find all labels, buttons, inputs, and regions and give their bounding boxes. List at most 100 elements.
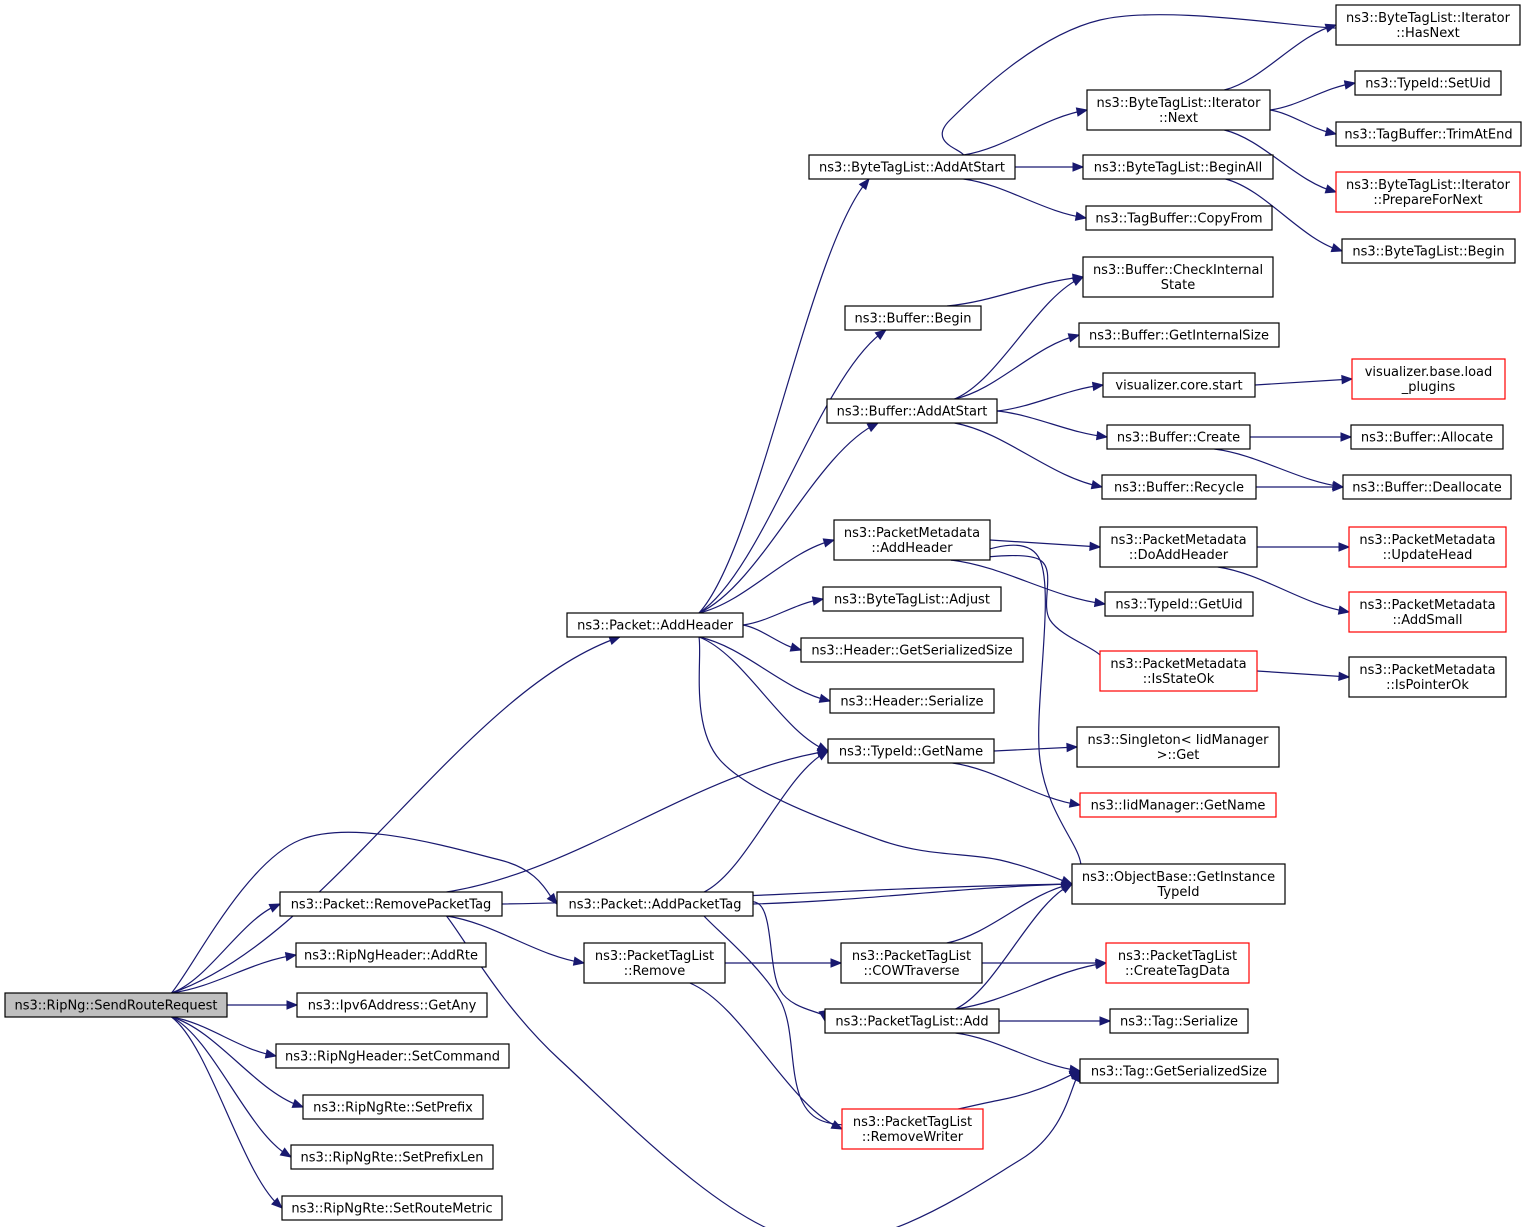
node-ns3-packet-removepackettag[interactable]: ns3::Packet::RemovePacketTag bbox=[279, 891, 503, 917]
arrowhead-n17-n33 bbox=[1066, 742, 1079, 753]
edge-n22-n40 bbox=[1269, 82, 1356, 111]
edge-n1-n35 bbox=[698, 636, 1073, 885]
node-ns3-packetmetadata-addheader[interactable]: ns3::PacketMetadata::AddHeader bbox=[833, 519, 991, 561]
node-box bbox=[1082, 256, 1274, 298]
node-label: ns3::Singleton< IidManager bbox=[1087, 733, 1269, 748]
node-label: visualizer.base.load bbox=[1365, 365, 1493, 380]
node-ns3-packettaglist-remove[interactable]: ns3::PacketTagList::Remove bbox=[583, 942, 726, 984]
node-ns3-ripngheader-setcommand[interactable]: ns3::RipNgHeader::SetCommand bbox=[275, 1043, 510, 1069]
node-ns3-singleton-iidmanager-get[interactable]: ns3::Singleton< IidManager >::Get bbox=[1076, 726, 1280, 768]
node-box bbox=[281, 1195, 503, 1221]
node-ns3-ripngheader-addrte[interactable]: ns3::RipNgHeader::AddRte bbox=[295, 942, 487, 968]
node-label: ns3::PacketMetadata bbox=[1359, 533, 1495, 548]
node-ns3-tag-getserializedsize[interactable]: ns3::Tag::GetSerializedSize bbox=[1079, 1058, 1279, 1084]
node-ns3-typeid-setuid[interactable]: ns3::TypeId::SetUid bbox=[1354, 70, 1502, 96]
node-ns3-packettaglist-createtagdata[interactable]: ns3::PacketTagList::CreateTagData bbox=[1105, 942, 1250, 984]
node-label: >::Get bbox=[1157, 748, 1200, 763]
node-ns3-buffer-begin[interactable]: ns3::Buffer::Begin bbox=[844, 305, 982, 331]
node-box bbox=[290, 1144, 494, 1170]
node-ns3-tagbuffer-trimatend[interactable]: ns3::TagBuffer::TrimAtEnd bbox=[1335, 121, 1522, 147]
node-ns3-buffer-deallocate[interactable]: ns3::Buffer::Deallocate bbox=[1342, 474, 1512, 500]
node-ns3-tag-serialize[interactable]: ns3::Tag::Serialize bbox=[1109, 1008, 1249, 1034]
node-box bbox=[827, 738, 995, 764]
node-ns3-ripngrte-setprefix[interactable]: ns3::RipNgRte::SetPrefix bbox=[302, 1094, 484, 1120]
nodes-layer: ns3::RipNg::SendRouteRequest ns3::Packet:… bbox=[4, 4, 1522, 1221]
node-ns3-ipv6address-getany[interactable]: ns3::Ipv6Address::GetAny bbox=[296, 992, 488, 1018]
node-ns3-header-serialize[interactable]: ns3::Header::Serialize bbox=[829, 688, 995, 714]
arrowhead-n22-n42 bbox=[1324, 184, 1338, 194]
node-ns3-packetmetadata-updatehead[interactable]: ns3::PacketMetadata::UpdateHead bbox=[1348, 526, 1507, 568]
node-ns3-packetmetadata-ispointerok[interactable]: ns3::PacketMetadata::IsPointerOk bbox=[1348, 656, 1507, 698]
edge-n30-n48 bbox=[1217, 566, 1350, 613]
arrowhead-n20-n36 bbox=[1094, 959, 1108, 970]
node-ns3-iidmanager-getname[interactable]: ns3::IidManager::GetName bbox=[1079, 792, 1277, 818]
edge-n10-n24 bbox=[963, 178, 1087, 219]
node-ns3-bytetaglist-iterator-next[interactable]: ns3::ByteTagList::Iterator::Next bbox=[1086, 89, 1271, 131]
arrowhead-n13-n31 bbox=[1093, 597, 1107, 608]
node-ns3-packetmetadata-doaddheader[interactable]: ns3::PacketMetadata::DoAddHeader bbox=[1099, 526, 1258, 568]
arrowhead-n0-n4 bbox=[284, 952, 298, 962]
node-label: ns3::PacketTagList bbox=[1118, 949, 1237, 964]
node-ns3-bytetaglist-begin[interactable]: ns3::ByteTagList::Begin bbox=[1341, 238, 1516, 264]
edge-n20-n35 bbox=[955, 883, 1073, 1010]
node-ns3-buffer-addatstart[interactable]: ns3::Buffer::AddAtStart bbox=[826, 398, 998, 424]
node-ns3-buffer-allocate[interactable]: ns3::Buffer::Allocate bbox=[1350, 424, 1504, 450]
node-ns3-typeid-getuid[interactable]: ns3::TypeId::GetUid bbox=[1104, 591, 1254, 617]
node-label: ns3::PacketMetadata bbox=[844, 526, 980, 541]
edge-n2-n38 bbox=[446, 915, 1081, 1227]
edge-n0-n8 bbox=[171, 1016, 292, 1158]
edge-n3-n35 bbox=[752, 883, 1073, 905]
node-ns3-ripng-sendrouterequest[interactable]: ns3::RipNg::SendRouteRequest bbox=[4, 992, 228, 1018]
node-ns3-ripngrte-setprefixlen[interactable]: ns3::RipNgRte::SetPrefixLen bbox=[290, 1144, 494, 1170]
edge-n0-n7 bbox=[171, 1016, 304, 1108]
node-ns3-packettaglist-removewriter[interactable]: ns3::PacketTagList::RemoveWriter bbox=[841, 1108, 984, 1150]
node-box bbox=[556, 891, 754, 917]
node-ns3-buffer-recycle[interactable]: ns3::Buffer::Recycle bbox=[1101, 474, 1257, 500]
node-ns3-buffer-getinternalsize[interactable]: ns3::Buffer::GetInternalSize bbox=[1078, 322, 1280, 348]
node-ns3-bytetaglist-iterator-preparefornext[interactable]: ns3::ByteTagList::Iterator::PrepareForNe… bbox=[1335, 171, 1521, 213]
node-ns3-packettaglist-cowtraverse[interactable]: ns3::PacketTagList::COWTraverse bbox=[840, 942, 983, 984]
node-ns3-ripngrte-setroutemetric[interactable]: ns3::RipNgRte::SetRouteMetric bbox=[281, 1195, 503, 1221]
node-ns3-bytetaglist-adjust[interactable]: ns3::ByteTagList::Adjust bbox=[822, 586, 1002, 612]
edge-n27-n44 bbox=[1254, 378, 1353, 386]
node-box bbox=[1106, 424, 1251, 450]
edge-n17-n34 bbox=[952, 762, 1081, 806]
node-box bbox=[295, 942, 487, 968]
node-ns3-packet-addheader[interactable]: ns3::Packet::AddHeader bbox=[566, 612, 744, 638]
node-ns3-bytetaglist-iterator-hasnext[interactable]: ns3::ByteTagList::Iterator::HasNext bbox=[1335, 4, 1521, 46]
edges-layer bbox=[171, 14, 1357, 1227]
node-ns3-typeid-getname[interactable]: ns3::TypeId::GetName bbox=[827, 738, 995, 764]
node-label: ns3::RipNg::SendRouteRequest bbox=[15, 999, 218, 1014]
node-ns3-packettaglist-add[interactable]: ns3::PacketTagList::Add bbox=[824, 1008, 1000, 1034]
node-ns3-tagbuffer-copyfrom[interactable]: ns3::TagBuffer::CopyFrom bbox=[1085, 205, 1273, 231]
arrowhead-n12-n25 bbox=[1071, 276, 1085, 286]
edge-n0-n2 bbox=[171, 903, 281, 994]
node-ns3-buffer-create[interactable]: ns3::Buffer::Create bbox=[1106, 424, 1251, 450]
node-label: State bbox=[1161, 278, 1195, 293]
node-box bbox=[1085, 205, 1273, 231]
arrowhead-n1-n13 bbox=[822, 538, 836, 548]
node-visualizer-base-load-plugins[interactable]: visualizer.base.load_plugins bbox=[1351, 358, 1506, 400]
edge-n19-n35 bbox=[946, 883, 1073, 944]
node-ns3-bytetaglist-addatstart[interactable]: ns3::ByteTagList::AddAtStart bbox=[808, 154, 1016, 180]
node-box bbox=[1104, 591, 1254, 617]
node-ns3-packetmetadata-isstateok[interactable]: ns3::PacketMetadata::IsStateOk bbox=[1099, 650, 1258, 692]
node-box bbox=[829, 688, 995, 714]
node-label: ns3::ByteTagList::AddAtStart bbox=[819, 161, 1005, 176]
node-box bbox=[1350, 424, 1504, 450]
node-ns3-bytetaglist-beginall[interactable]: ns3::ByteTagList::BeginAll bbox=[1082, 154, 1274, 180]
node-box bbox=[1351, 358, 1506, 400]
edge-n12-n25 bbox=[954, 276, 1084, 400]
node-box bbox=[1348, 656, 1507, 698]
edge-n1-n10 bbox=[698, 178, 870, 614]
node-box bbox=[1082, 154, 1274, 180]
node-box bbox=[1342, 474, 1512, 500]
node-ns3-packet-addpackettag[interactable]: ns3::Packet::AddPacketTag bbox=[556, 891, 754, 917]
node-ns3-header-getserializedsize[interactable]: ns3::Header::GetSerializedSize bbox=[800, 637, 1024, 663]
node-visualizer-core-start[interactable]: visualizer.core.start bbox=[1102, 372, 1256, 398]
edge-n1-n13 bbox=[698, 539, 835, 614]
node-ns3-packetmetadata-addsmall[interactable]: ns3::PacketMetadata::AddSmall bbox=[1348, 591, 1507, 633]
node-box bbox=[822, 586, 1002, 612]
